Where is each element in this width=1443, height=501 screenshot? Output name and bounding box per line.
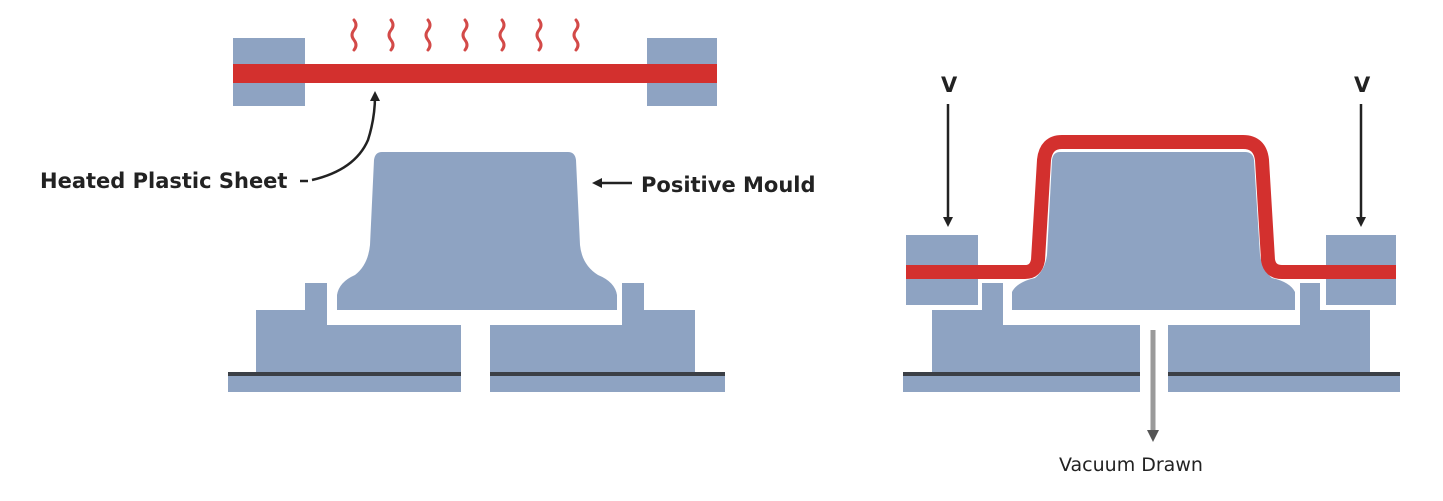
v-label-left: V xyxy=(941,73,958,97)
right-base-block xyxy=(490,283,695,372)
right-panel-right-base-shadow xyxy=(1168,376,1400,392)
heated-sheet-pointer-arrow xyxy=(311,91,380,182)
left-panel: Heated Plastic Sheet Positive Mould xyxy=(40,18,816,392)
heated-plastic-sheet xyxy=(233,64,717,83)
right-base-plate xyxy=(490,372,725,376)
heat-wave-icons xyxy=(350,18,580,52)
right-panel-left-base-shadow xyxy=(903,376,1140,392)
right-panel-right-base-plate xyxy=(1168,372,1400,376)
heat-wave-icon xyxy=(424,18,432,52)
right-base-plate-shadow xyxy=(490,376,725,392)
vacuum-drawn-label: Vacuum Drawn xyxy=(1059,454,1203,476)
heat-wave-icon xyxy=(350,18,358,52)
positive-mould xyxy=(337,152,617,310)
right-panel: V V Vacuum Drawn xyxy=(903,73,1400,476)
heat-wave-icon xyxy=(498,18,506,52)
v-label-right: V xyxy=(1354,73,1371,97)
heat-wave-icon xyxy=(461,18,469,52)
positive-mould-label: Positive Mould xyxy=(641,173,816,197)
heat-wave-icon xyxy=(572,18,580,52)
right-panel-left-base-plate xyxy=(903,372,1140,376)
heat-wave-icon xyxy=(387,18,395,52)
left-base-block xyxy=(256,283,461,372)
left-base-plate xyxy=(228,372,461,376)
heated-sheet-label: Heated Plastic Sheet xyxy=(40,169,287,193)
right-panel-left-base xyxy=(932,283,1140,372)
formed-mould xyxy=(1012,152,1295,310)
right-panel-right-base xyxy=(1168,283,1370,372)
formed-plastic-sheet xyxy=(906,135,1396,279)
heat-wave-icon xyxy=(535,18,543,52)
left-base-plate-shadow xyxy=(228,376,461,392)
